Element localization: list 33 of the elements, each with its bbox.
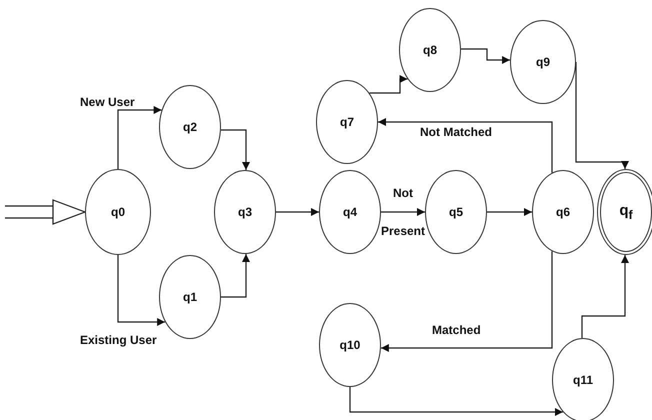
state-label: q6 xyxy=(556,205,570,219)
arrow xyxy=(117,255,166,326)
edge-label: Existing User xyxy=(80,333,157,347)
state-label: q2 xyxy=(182,120,197,134)
edge-label: New User xyxy=(80,95,135,109)
state-label: q7 xyxy=(340,115,354,129)
arrow xyxy=(349,387,563,416)
arrow xyxy=(276,208,319,216)
edge-label: Not Present xyxy=(380,185,426,240)
state-label: q$_{f}$ xyxy=(619,202,633,222)
arrow xyxy=(381,208,425,216)
arrow xyxy=(221,254,250,298)
state-label: q11 xyxy=(572,373,593,387)
arrow xyxy=(4,199,86,225)
arrow xyxy=(575,61,629,170)
edge-label: Not Matched xyxy=(420,125,492,139)
state-label: q0 xyxy=(110,205,125,219)
state-label: q4 xyxy=(342,205,357,219)
state-label: q3 xyxy=(238,205,252,219)
state-label: q5 xyxy=(448,205,463,219)
arrow xyxy=(220,129,250,170)
arrow xyxy=(369,75,408,94)
state-label: q8 xyxy=(422,43,437,57)
edge-label: Matched xyxy=(432,323,481,337)
state-label: q1 xyxy=(182,290,197,304)
arrow xyxy=(487,208,532,216)
state-label: q9 xyxy=(536,55,550,69)
arrow xyxy=(461,48,510,64)
state-label: q10 xyxy=(340,338,360,352)
arrow xyxy=(117,106,162,169)
arrow xyxy=(378,118,553,173)
arrow xyxy=(581,254,629,338)
arrow xyxy=(380,251,553,352)
